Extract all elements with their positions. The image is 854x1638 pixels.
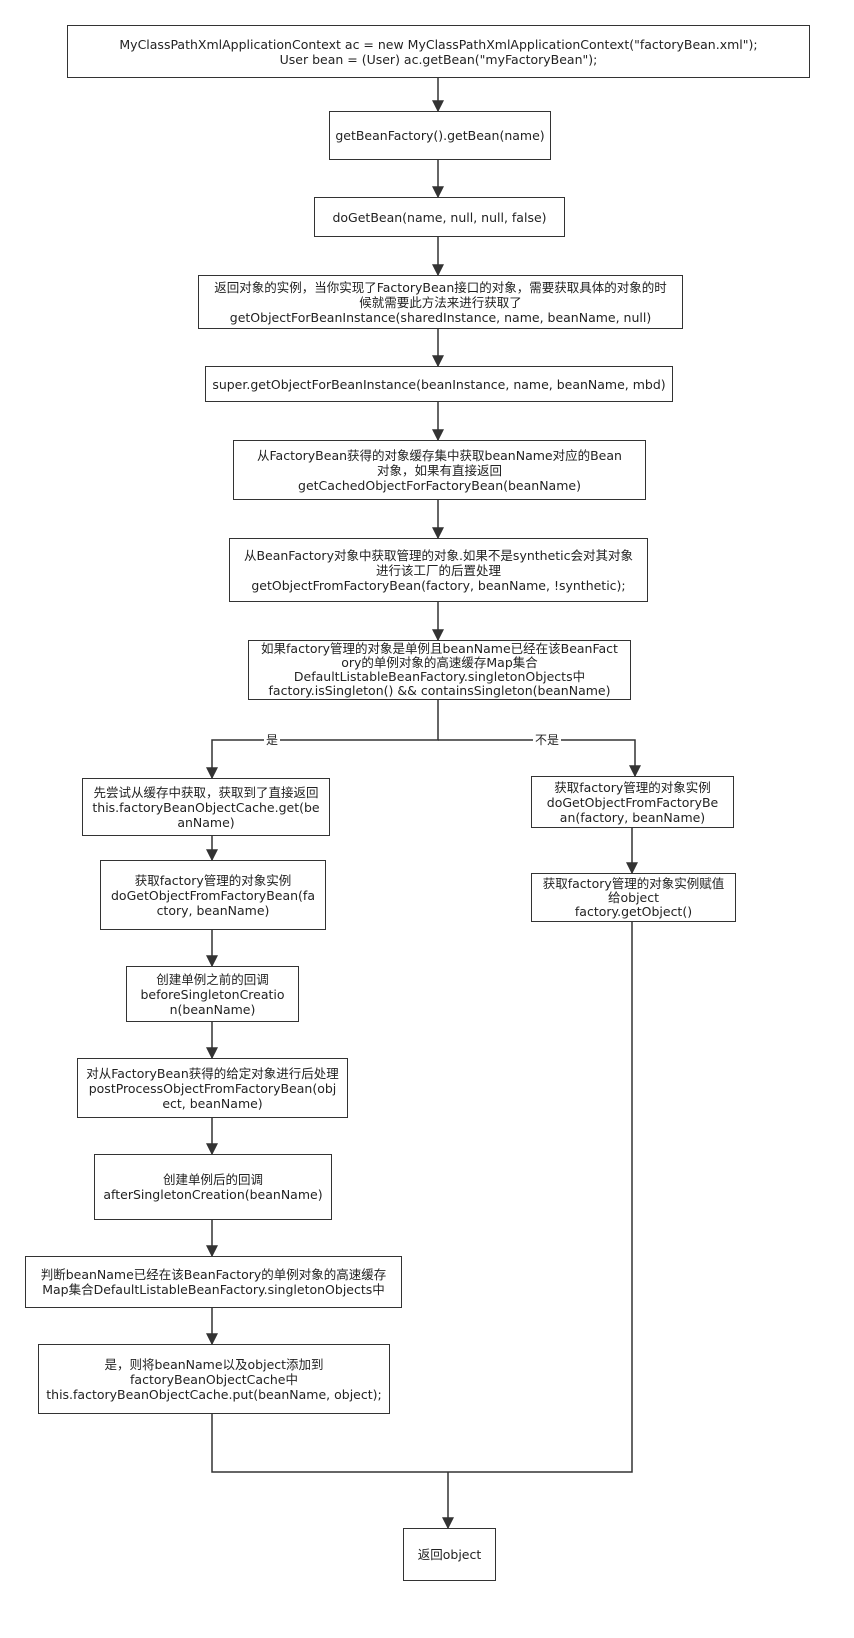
line-assign-to-merge (448, 922, 633, 1473)
node-text: doGetBean(name, null, null, false) (332, 210, 546, 225)
node-text: super.getObjectForBeanInstance(beanInsta… (212, 377, 665, 392)
node-text-line: 返回object (417, 1547, 482, 1562)
node-text-line: 对从FactoryBean获得的给定对象进行后处理 (86, 1065, 339, 1081)
node-text-line: 先尝试从缓存中获取，获取到了直接返回 (93, 784, 319, 800)
node-text-line: factory.getObject() (574, 903, 693, 919)
node-text-line: doGetObjectFromFactoryBean(factory, bean… (546, 794, 719, 825)
node-text-line: this.factoryBeanObjectCache.get(beanName… (92, 799, 320, 830)
get-object-for-bean-instance-node: 返回对象的实例，当你实现了FactoryBean接口的对象，需要获取具体的对象的… (198, 275, 683, 329)
node-text: 从BeanFactory对象中获取管理的对象.如果不是synthetic会对其对… (240, 548, 637, 593)
node-text-line: 获取factory管理的对象实例赋值给object (542, 875, 725, 905)
node-text: 从FactoryBean获得的对象缓存集中获取beanName对应的Bean对象… (252, 448, 627, 493)
node-text-line: this.factoryBeanObjectCache.put(beanName… (46, 1386, 382, 1402)
node-text-line: beforeSingletonCreation(beanName) (140, 986, 285, 1017)
node-text-line: 获取factory管理的对象实例 (134, 872, 292, 888)
node-text-line: super.getObjectForBeanInstance(beanInsta… (212, 376, 666, 392)
node-text-line: 从FactoryBean获得的对象缓存集中获取beanName对应的Bean对象… (257, 447, 622, 478)
return-object-node: 返回object (403, 1528, 496, 1581)
arrow-yes-branch (206, 700, 439, 780)
node-text-line: doGetObjectFromFactoryBean(factory, bean… (111, 887, 315, 918)
node-text-line: factoryBeanObjectCache中 (130, 1371, 298, 1387)
node-text-line: MyClassPathXmlApplicationContext ac = ne… (119, 36, 758, 52)
super-get-object-node: super.getObjectForBeanInstance(beanInsta… (205, 366, 673, 402)
node-text-line: 如果factory管理的对象是单例且beanName已经在该BeanFactor… (261, 641, 618, 670)
node-text-line: User bean = (User) ac.getBean("myFactory… (279, 51, 598, 67)
node-text-line: getObjectFromFactoryBean(factory, beanNa… (251, 577, 626, 593)
node-text: getBeanFactory().getBean(name) (335, 128, 544, 143)
node-text-line: factory.isSingleton() && containsSinglet… (268, 683, 611, 698)
node-text-line: getBeanFactory().getBean(name) (335, 128, 545, 143)
node-text-line: afterSingletonCreation(beanName) (103, 1187, 323, 1202)
node-text: 返回对象的实例，当你实现了FactoryBean接口的对象，需要获取具体的对象的… (213, 280, 668, 325)
node-text: 返回object (418, 1547, 482, 1562)
get-object-from-factory-bean-node: 从BeanFactory对象中获取管理的对象.如果不是synthetic会对其对… (229, 538, 648, 602)
node-text-line: 从BeanFactory对象中获取管理的对象.如果不是synthetic会对其对… (243, 547, 634, 578)
arrow-no-branch (438, 739, 641, 778)
start-node: MyClassPathXmlApplicationContext ac = ne… (67, 25, 810, 78)
node-text-line: getCachedObjectForFactoryBean(beanName) (298, 477, 581, 493)
line-putcache-to-merge (211, 1414, 448, 1473)
get-cached-object-node: 从FactoryBean获得的对象缓存集中获取beanName对应的Bean对象… (233, 440, 646, 500)
node-text-line: 返回对象的实例，当你实现了FactoryBean接口的对象，需要获取具体的对象的… (214, 279, 667, 310)
edge-label-yes: 是 (264, 733, 281, 747)
node-text: MyClassPathXmlApplicationContext ac = ne… (119, 37, 757, 67)
node-text-line: 是，则将beanName以及object添加到 (104, 1356, 324, 1372)
node-text-line: 创建单例之前的回调 (156, 971, 269, 987)
singleton-check-node: 如果factory管理的对象是单例且beanName已经在该BeanFactor… (248, 640, 631, 700)
node-text-line: Map集合DefaultListableBeanFactory.singleto… (42, 1282, 385, 1297)
node-text-line: getObjectForBeanInstance(sharedInstance,… (229, 309, 652, 325)
do-get-bean-node: doGetBean(name, null, null, false) (314, 197, 565, 237)
node-text-line: doGetBean(name, null, null, false) (332, 209, 547, 225)
node-text-line: 判断beanName已经在该BeanFactory的单例对象的高速缓存 (40, 1267, 387, 1282)
edge-label-no: 不是 (533, 733, 562, 747)
node-text-line: 获取factory管理的对象实例 (554, 779, 711, 795)
node-text-line: DefaultListableBeanFactory.singletonObje… (293, 669, 586, 684)
node-text-line: 创建单例后的回调 (162, 1172, 263, 1187)
node-text-line: postProcessObjectFromFactoryBean(object,… (88, 1080, 337, 1111)
get-bean-factory-node: getBeanFactory().getBean(name) (329, 111, 551, 160)
node-text: 如果factory管理的对象是单例且beanName已经在该BeanFactor… (261, 642, 618, 698)
